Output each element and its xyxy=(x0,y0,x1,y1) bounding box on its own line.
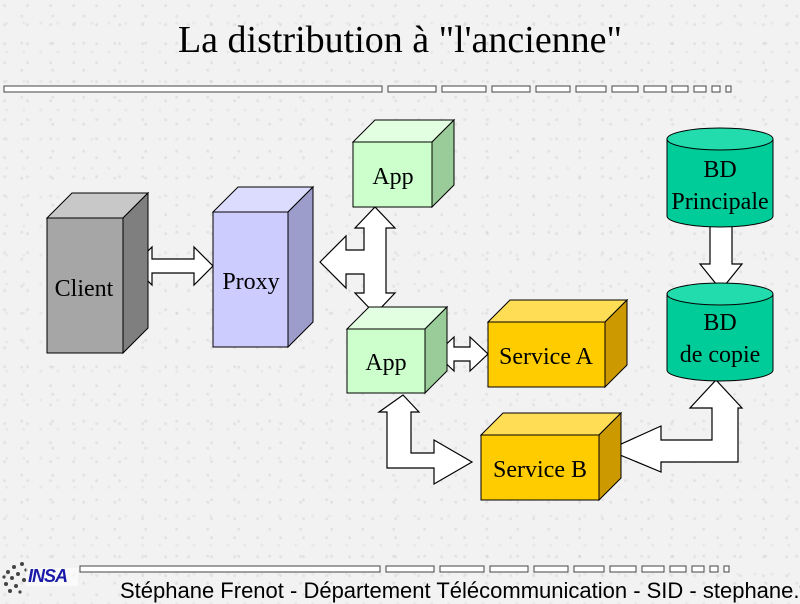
service-b-label: Service B xyxy=(493,457,587,483)
app-top-label: App xyxy=(372,164,413,190)
arrow-app-service-b xyxy=(377,394,474,486)
logo-text: INSA xyxy=(28,566,68,586)
arrow-db-replication xyxy=(698,225,744,291)
arrow-service-b-db-copy xyxy=(606,379,744,473)
app-node-bottom xyxy=(345,305,449,395)
service-a-label: Service A xyxy=(499,344,594,370)
app-bottom-label: App xyxy=(365,350,406,376)
client-node xyxy=(45,191,150,355)
db-main-label-line1: BD xyxy=(703,157,736,183)
footer-divider xyxy=(79,565,730,573)
service-a-node xyxy=(486,298,629,389)
service-b-node xyxy=(479,411,623,502)
footer-text: Stéphane Frenot - Département Télécommun… xyxy=(120,578,800,603)
db-copy-node xyxy=(666,282,774,382)
db-copy-label-line1: BD xyxy=(703,310,736,336)
db-main-node xyxy=(666,127,774,228)
slide-title: La distribution à "l'ancienne" xyxy=(177,19,623,61)
proxy-label: Proxy xyxy=(222,269,279,295)
app-node-top xyxy=(351,118,456,209)
client-label: Client xyxy=(55,276,114,302)
db-copy-label-line2: de copie xyxy=(680,342,761,368)
title-divider xyxy=(3,85,732,93)
db-main-label-line2: Principale xyxy=(671,189,768,215)
arrow-proxy-apps xyxy=(319,206,397,315)
proxy-node xyxy=(211,185,315,349)
insa-logo xyxy=(2,562,78,594)
